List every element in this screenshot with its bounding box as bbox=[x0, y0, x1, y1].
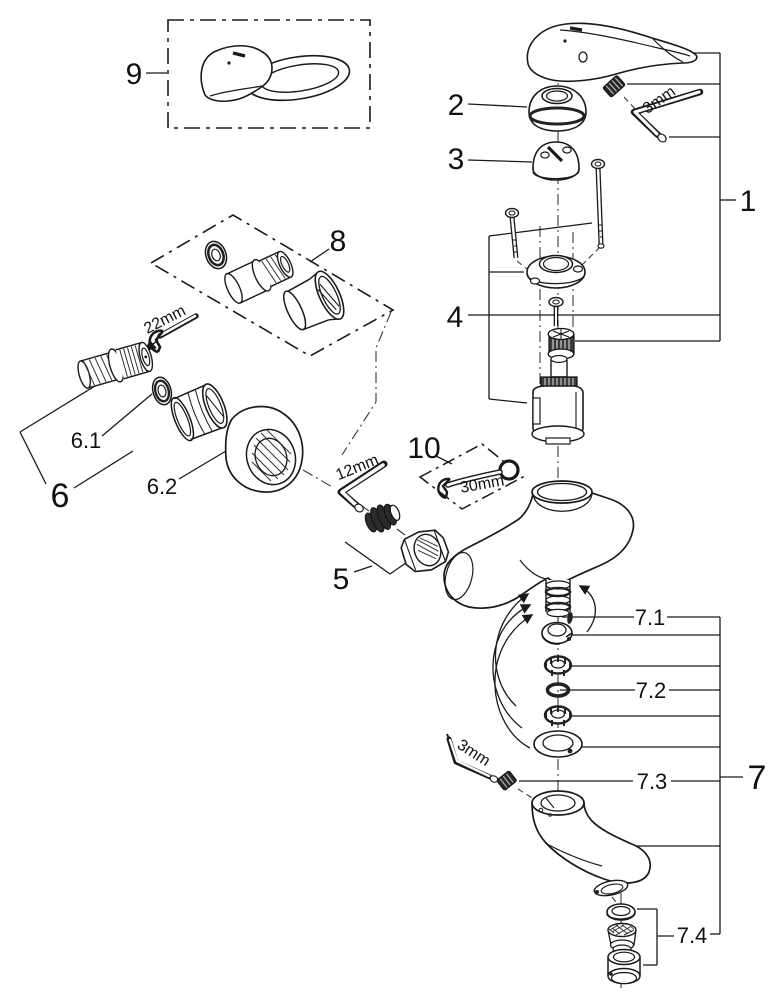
label-part-6: 6 bbox=[51, 477, 70, 515]
part8-group bbox=[144, 214, 395, 357]
part10-group bbox=[418, 443, 525, 510]
part1-handle-group bbox=[526, 22, 704, 143]
escutcheon-cone-6-2-drawing bbox=[224, 405, 304, 493]
label-part-9: 9 bbox=[126, 58, 143, 91]
part9-box bbox=[167, 19, 371, 129]
extension-nipple-drawing bbox=[224, 250, 294, 304]
label-part-3: 3 bbox=[448, 143, 465, 176]
label-part-4: 4 bbox=[447, 301, 464, 334]
part6-group bbox=[77, 341, 304, 493]
part-labels: 9 1 2 3 4 8 10 5 6 6.1 6.2 7 7.1 7.2 7.3… bbox=[51, 58, 767, 948]
label-3mm-top: 3mm bbox=[640, 83, 679, 117]
aerator-group bbox=[606, 903, 641, 985]
part3-dome-drawing bbox=[532, 141, 580, 181]
bracket-lines bbox=[19, 52, 743, 966]
flat-washer-drawing bbox=[533, 730, 583, 758]
loop-lever-handle-drawing bbox=[200, 44, 351, 103]
fixing-screw-left-drawing bbox=[504, 207, 520, 259]
lever-handle-drawing bbox=[526, 22, 698, 83]
label-30mm: 30mm bbox=[459, 472, 506, 496]
slip-ring-7-1-drawing bbox=[541, 621, 573, 645]
label-part-7: 7 bbox=[748, 759, 767, 797]
retaining-pin-drawing bbox=[567, 612, 573, 624]
label-part-8: 8 bbox=[330, 225, 347, 258]
part7-3-group bbox=[446, 733, 517, 791]
washer-6-1-drawing bbox=[151, 376, 173, 406]
toothed-ring-lower-drawing bbox=[543, 705, 573, 726]
part2-cap-drawing bbox=[528, 85, 587, 132]
hex-key-12mm-drawing bbox=[337, 460, 388, 513]
union-nut-drawing bbox=[400, 529, 450, 573]
fixing-screw-right-drawing bbox=[590, 158, 606, 249]
label-part-7-4: 7.4 bbox=[677, 923, 708, 948]
plug-drawing bbox=[364, 503, 401, 533]
escutcheon-flange-drawing bbox=[526, 254, 586, 289]
part5-group bbox=[337, 460, 450, 573]
washer-drawing bbox=[204, 240, 228, 270]
swivel-spout-drawing bbox=[531, 790, 652, 897]
hex-key-3mm-top-drawing bbox=[630, 88, 704, 143]
cartridge-adapter-drawing bbox=[547, 327, 575, 360]
aerator-housing-drawing bbox=[607, 948, 641, 985]
label-part-7-1: 7.1 bbox=[635, 605, 666, 630]
flanged-sleeve-6-2-drawing bbox=[170, 383, 228, 442]
label-part-6-1: 6.1 bbox=[71, 428, 102, 453]
grub-screw-drawing bbox=[602, 75, 626, 98]
toothed-ring-upper-drawing bbox=[543, 655, 573, 676]
label-part-6-2: 6.2 bbox=[147, 474, 178, 499]
spout-seal-stack bbox=[492, 585, 596, 758]
set-screw-drawing bbox=[496, 770, 517, 791]
assembly-arrows bbox=[492, 585, 596, 749]
label-part-5: 5 bbox=[333, 563, 350, 596]
label-part-7-2: 7.2 bbox=[636, 678, 667, 703]
part4-group bbox=[504, 158, 606, 445]
hex-key-3mm-bottom-drawing bbox=[446, 733, 499, 783]
label-part-1: 1 bbox=[740, 185, 757, 218]
label-part-7-3: 7.3 bbox=[637, 769, 668, 794]
extension-sleeve-drawing bbox=[282, 270, 345, 331]
faucet-body-drawing bbox=[443, 480, 635, 618]
aerator-insert-drawing bbox=[607, 922, 637, 954]
label-part-10: 10 bbox=[407, 432, 440, 465]
label-part-2: 2 bbox=[448, 89, 465, 122]
aerator-washer-drawing bbox=[606, 903, 636, 921]
s-union-nipple-drawing bbox=[77, 341, 154, 389]
spout-outlet-drawing bbox=[593, 879, 629, 897]
cartridge-screw-drawing bbox=[548, 296, 564, 326]
o-ring-7-2-drawing bbox=[545, 682, 571, 698]
cartridge-drawing bbox=[531, 354, 585, 445]
wrench-30mm-drawing bbox=[437, 459, 520, 500]
spout-connector-drawing bbox=[544, 580, 572, 618]
